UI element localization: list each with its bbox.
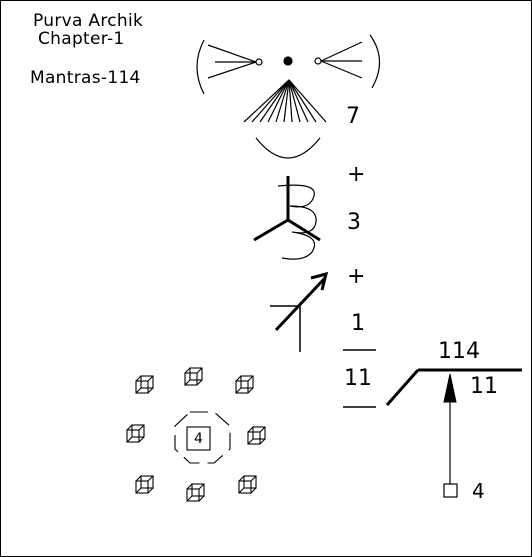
cube-5 [247,426,266,445]
cube-center-label: 4 [194,431,203,447]
cube-4 [126,424,145,443]
coil-curve [277,184,317,260]
cube-ring [126,367,266,502]
denominator-eleven: 11 [344,366,372,391]
cube-3 [235,375,254,394]
plus-sign-2: + [347,264,366,289]
left-ray-upper [207,44,257,63]
title-line-1: Purva Archik [33,11,144,31]
center-octagon [174,411,231,464]
arrow-symbol [270,271,329,352]
spoke-coil-symbol [253,176,321,260]
bowl-arc [255,137,321,159]
cube-7 [186,483,205,502]
right-ray-lower [320,60,363,79]
cube-8 [238,475,257,494]
division-symbol [385,368,522,498]
left-small-circle [255,58,263,66]
cube-2 [184,367,203,386]
right-ray-upper [320,41,363,62]
right-small-circle [314,57,322,65]
left-ray-lower [207,61,257,79]
remainder-four: 4 [472,479,485,503]
divisor-eleven: 11 [470,374,498,399]
title-line-3: Mantras-114 [30,68,141,88]
title-line-2: Chapter-1 [38,29,125,49]
right-parenthesis-arc [369,34,381,89]
spoke-left [253,218,289,242]
cube-6 [135,475,154,494]
left-parenthesis-arc [196,39,205,95]
term-one: 1 [351,311,365,336]
fan-rays [243,79,327,123]
center-dot [283,56,293,66]
arrow-head [310,271,329,291]
arrow-shaft [274,276,327,332]
seed-symbol [196,34,381,159]
spoke-right [287,218,321,242]
term-three: 3 [347,210,361,235]
center-box [186,426,211,451]
plus-sign-1: + [347,162,366,187]
division-arrowhead [443,373,457,403]
term-seven: 7 [346,104,360,129]
numerator-114: 114 [438,339,480,364]
cube-1 [135,375,154,394]
remainder-box [443,483,458,498]
division-slant [385,369,420,406]
